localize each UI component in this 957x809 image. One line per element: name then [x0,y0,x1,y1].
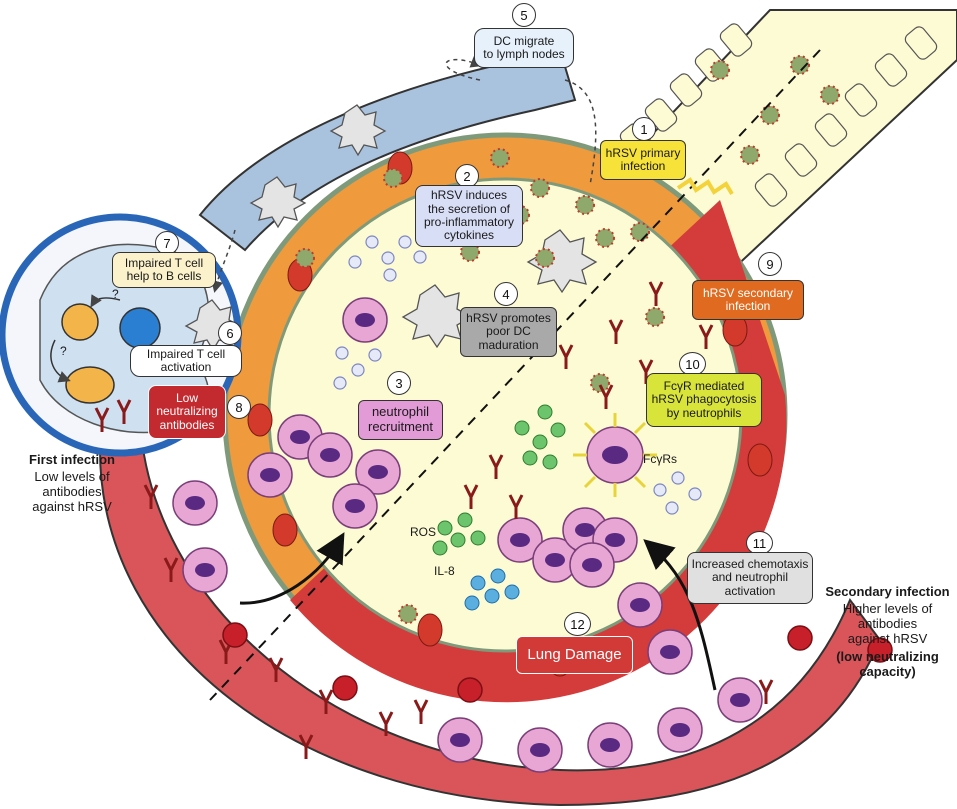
step-label-5: DC migrate to lymph nodes [474,28,574,68]
step-label-12: Lung Damage [516,636,633,674]
b-cell [119,307,161,349]
first-infection-body: Low levels of antibodies against hRSV [32,469,112,514]
b-cell-help-arrow [90,294,121,308]
step-label-11: Increased chemotaxis and neutrophil acti… [687,552,813,604]
step-label-8: Low neutralizing antibodies [148,385,226,439]
secondary-infection-title: Secondary infection [825,584,950,599]
recruitment-arrow [239,532,345,605]
virus-particles [295,55,840,624]
secondary-infection-note: (low neutralizing capacity) [836,649,939,679]
step-label-4: hRSV promotes poor DC maduration [460,307,557,357]
step-label-6: Impaired T cell activation [130,345,242,377]
step-label-10: FcγR mediated hRSV phagocytosis by neutr… [646,373,762,427]
step-number-10: 10 [679,352,706,376]
ros-dots [432,404,566,556]
step-number-8: 8 [227,395,251,419]
step-number-6: 6 [218,321,242,345]
t-cell [61,303,99,341]
first-infection-title: First infection [29,452,115,467]
ros-label: ROS [410,525,437,539]
diagonal-divider [209,49,821,701]
cytokine-dots [333,235,702,515]
red-blood-cells [222,622,893,703]
fcyr-receptors [573,413,657,497]
neutrophil-nuclei [185,313,750,757]
il8-label: IL-8 [434,564,455,578]
lymph-entry-arrow [211,229,236,293]
step-label-9: hRSV secondary infection [692,280,804,320]
dendritic-cells [184,104,598,352]
epithelial-nuclei [247,151,773,677]
zigzag-infection-icon [676,177,734,196]
plasma-arrow [50,339,71,383]
chemotaxis-arrow [643,539,717,691]
step-label-7: Impaired T cell help to B cells [112,252,216,288]
step-number-7: 7 [155,231,179,255]
question-mark-1: ? [112,287,119,301]
step-number-5: 5 [512,3,536,27]
step-number-9: 9 [758,252,782,276]
step-number-4: 4 [494,282,518,306]
step-number-1: 1 [632,117,656,141]
fcyrs-label: FcγRs [643,452,677,466]
antibodies [94,281,774,759]
secondary-infection-body: Higher levels of antibodies against hRSV [842,601,933,646]
step-label-1: hRSV primary infection [600,140,686,180]
question-mark-2: ? [60,344,67,358]
step-number-3: 3 [387,371,411,395]
il8-dots [464,568,520,611]
step-label-3: neutrophil recruitment [358,400,443,440]
dc-migration-arrow [564,79,597,186]
plasma-cell [65,366,115,404]
step-label-2: hRSV induces the secretion of pro-inflam… [415,185,523,247]
step-number-12: 12 [564,612,591,636]
